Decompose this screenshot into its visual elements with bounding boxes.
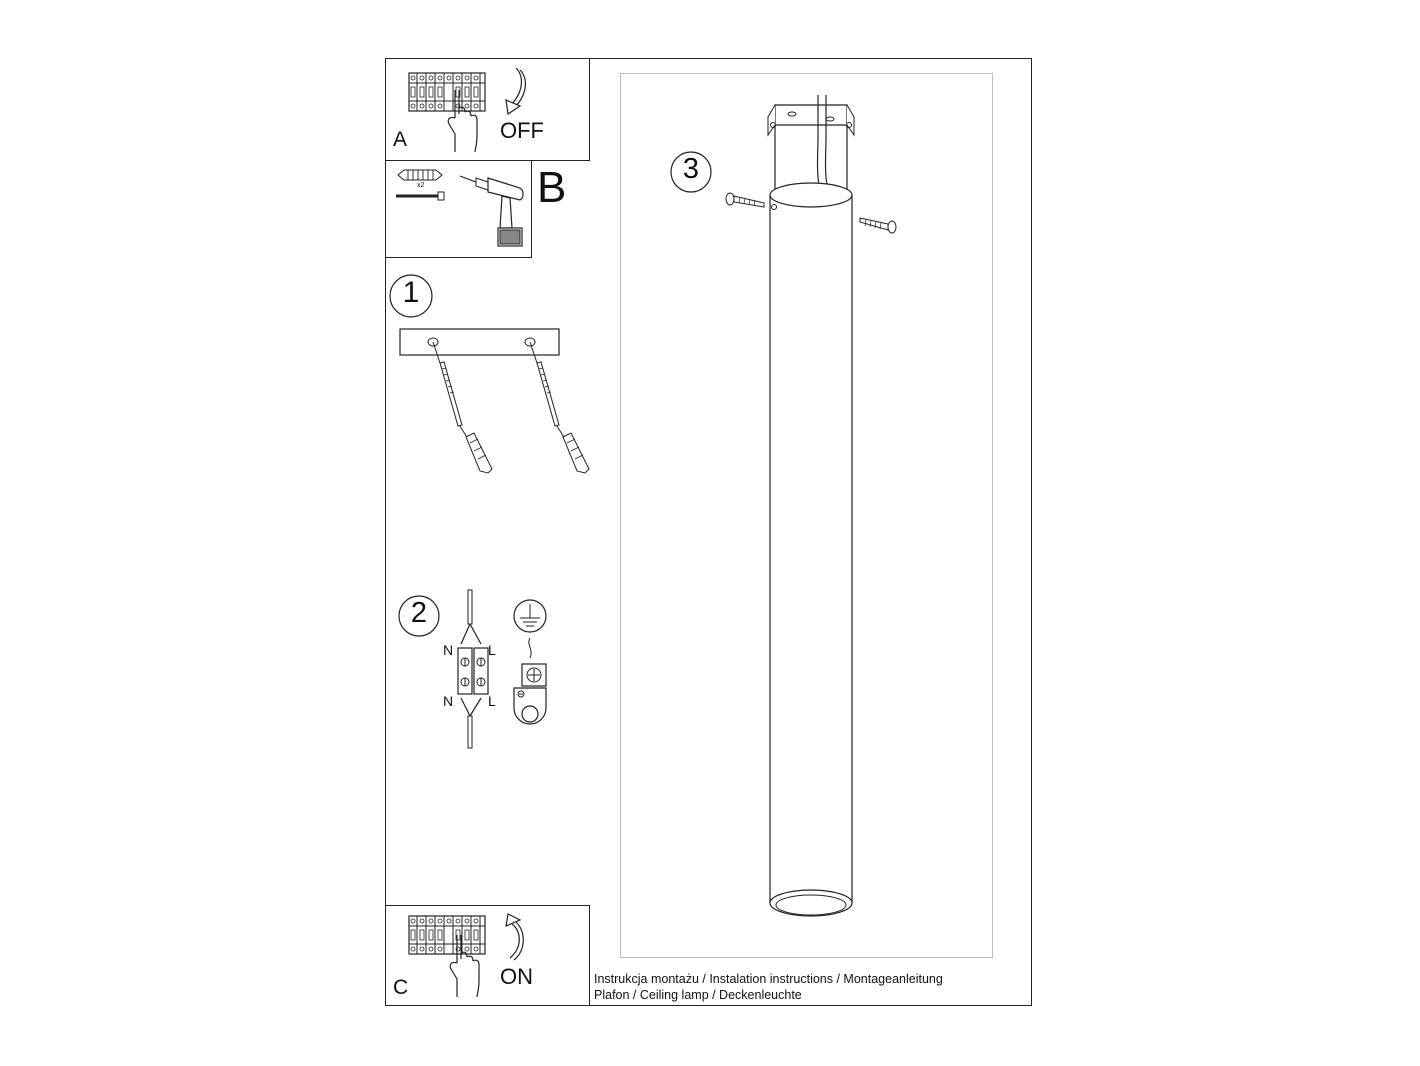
neutral-label-top: N — [443, 642, 454, 658]
ground-symbol-icon — [513, 599, 547, 725]
lamp-panel — [620, 73, 993, 958]
live-label-top: L — [488, 642, 496, 658]
step-c-box — [385, 905, 590, 1006]
footer-line-1: Instrukcja montażu / Instalation instruc… — [594, 972, 943, 986]
mounting-plate-drawing — [399, 328, 590, 474]
step-a-letter: A — [393, 128, 408, 151]
step-1-number: 1 — [402, 276, 420, 309]
arrow-down-icon — [505, 67, 526, 116]
hand-icon-c — [449, 935, 480, 998]
live-label-bottom: L — [488, 693, 496, 709]
step-3-badge — [670, 151, 712, 193]
step-b-letter: B — [537, 163, 567, 212]
footer: Instrukcja montażu / Instalation instruc… — [594, 971, 943, 1003]
step-1-badge — [389, 274, 433, 318]
hand-icon — [447, 90, 478, 153]
instruction-sheet — [385, 58, 1032, 1006]
footer-line-2: Plafon / Ceiling lamp / Deckenleuchte — [594, 988, 802, 1002]
drill-icon — [459, 175, 524, 247]
step-c-letter: C — [393, 976, 409, 999]
breaker-panel-icon — [408, 72, 486, 112]
arrow-up-icon — [505, 913, 524, 961]
terminal-block-icon — [457, 589, 489, 749]
step-3-number: 3 — [682, 153, 700, 185]
neutral-label-bottom: N — [443, 693, 454, 709]
step-2-number: 2 — [410, 597, 428, 629]
ceiling-lamp-icon — [725, 95, 897, 917]
step-c-action: ON — [500, 964, 533, 989]
screw-icon — [396, 191, 445, 201]
step-2-badge — [398, 595, 440, 637]
breaker-panel-icon-c — [408, 915, 486, 955]
wall-plug-icon — [397, 169, 443, 181]
step-a-action: OFF — [500, 118, 544, 143]
quantity-label: x2 — [417, 182, 425, 189]
